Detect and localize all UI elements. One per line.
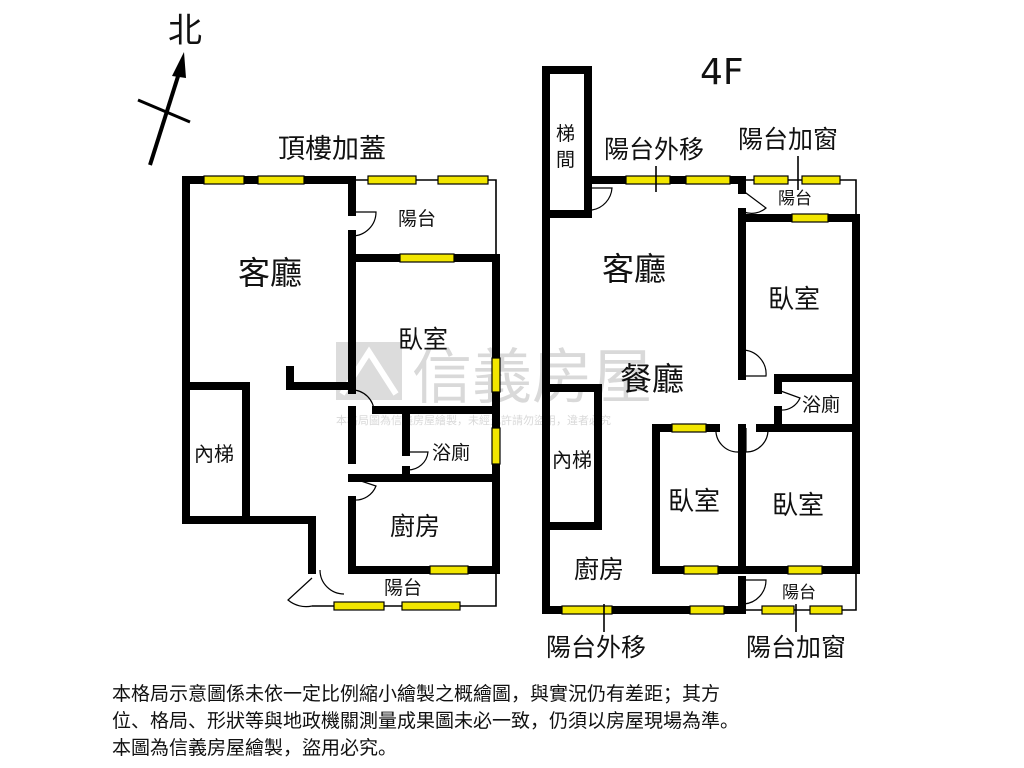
left-room-living: 客廳	[238, 254, 302, 292]
right-room-stairwell-1: 梯	[556, 123, 575, 145]
window	[257, 175, 305, 185]
left-walls	[182, 176, 500, 574]
disclaimer-line-3: 本圖為信義房屋繪製，盜用必究。	[112, 737, 398, 759]
window	[753, 175, 789, 185]
left-room-stairs: 內梯	[194, 442, 234, 466]
watermark-caption: 本格局圖為信義房屋繪製，未經允許請勿盜用，違者必究	[336, 413, 611, 427]
window	[429, 565, 469, 575]
right-room-bath: 浴廁	[802, 393, 840, 416]
right-room-balcony-bottom: 陽台	[782, 583, 816, 603]
door-swing-icon	[319, 569, 345, 595]
left-floor-plan: 頂樓加蓋	[182, 134, 501, 611]
left-room-bath: 浴廁	[432, 441, 470, 464]
door-swing-icon	[351, 389, 375, 413]
window	[791, 213, 829, 223]
note-bottom-balcony-move: 陽台外移	[546, 633, 646, 662]
right-room-bedroom-mid: 臥室	[668, 487, 720, 517]
watermark-logo-icon	[336, 342, 402, 400]
window	[625, 175, 671, 185]
compass: 北	[137, 11, 202, 166]
window	[671, 423, 707, 433]
right-room-dining: 餐廳	[620, 360, 684, 398]
window	[685, 175, 731, 185]
door-swing-icon	[715, 427, 739, 453]
right-windows	[561, 175, 843, 615]
note-leaders	[603, 156, 799, 632]
right-room-stairwell-2: 間	[556, 149, 575, 171]
right-room-kitchen: 廚房	[574, 555, 624, 584]
watermark-brand: 信義房屋	[412, 343, 652, 413]
right-doors	[588, 187, 801, 605]
right-room-bedroom-se: 臥室	[772, 491, 824, 521]
window	[437, 175, 489, 185]
door-swing-icon	[741, 349, 767, 377]
door-swing-icon	[777, 389, 801, 411]
compass-north-label: 北	[168, 11, 202, 51]
left-room-balcony-top: 陽台	[398, 208, 436, 230]
window	[401, 601, 461, 611]
window	[689, 605, 725, 615]
door-swing-icon	[287, 577, 313, 608]
door-swing-icon	[745, 428, 769, 453]
window	[491, 427, 501, 465]
door-swing-icon	[588, 187, 613, 211]
north-arrow-icon	[137, 52, 191, 166]
right-room-stairs: 內梯	[552, 448, 592, 472]
window	[809, 605, 843, 615]
right-room-balcony-top: 陽台	[778, 189, 812, 209]
left-room-bedroom: 臥室	[398, 325, 448, 354]
right-room-bedroom-ne: 臥室	[768, 285, 820, 315]
door-swing-icon	[406, 451, 429, 471]
window	[333, 601, 385, 611]
door-swing-icon	[351, 211, 377, 237]
window	[787, 565, 823, 575]
window	[561, 605, 613, 615]
window	[367, 175, 417, 185]
left-room-balcony-bottom: 陽台	[384, 577, 422, 599]
left-plan-title: 頂樓加蓋	[278, 134, 386, 165]
left-windows	[203, 175, 501, 611]
right-room-living: 客廳	[602, 250, 666, 288]
window	[491, 357, 501, 393]
door-swing-icon	[351, 477, 377, 501]
note-top-balcony-window: 陽台加窗	[738, 125, 838, 154]
right-plan-title: 4F	[700, 52, 744, 93]
right-floor-plan: 4F	[542, 52, 860, 662]
window	[203, 175, 245, 185]
left-doors	[287, 211, 429, 608]
note-top-balcony-move: 陽台外移	[604, 135, 704, 164]
window	[399, 253, 455, 263]
window	[801, 175, 841, 185]
disclaimer-line-2: 位、格局、形狀等與地政機關測量成果圖未必一致，仍須以房屋現場為準。	[112, 710, 740, 732]
window	[683, 565, 719, 575]
note-bottom-balcony-window: 陽台加窗	[746, 633, 846, 662]
disclaimer-line-1: 本格局示意圖係未依一定比例縮小繪製之概繪圖，與實況仍有差距；其方	[112, 683, 721, 705]
left-room-kitchen: 廚房	[390, 512, 440, 541]
window	[761, 605, 795, 615]
door-swing-icon	[742, 579, 767, 605]
door-swing-icon	[741, 189, 767, 214]
